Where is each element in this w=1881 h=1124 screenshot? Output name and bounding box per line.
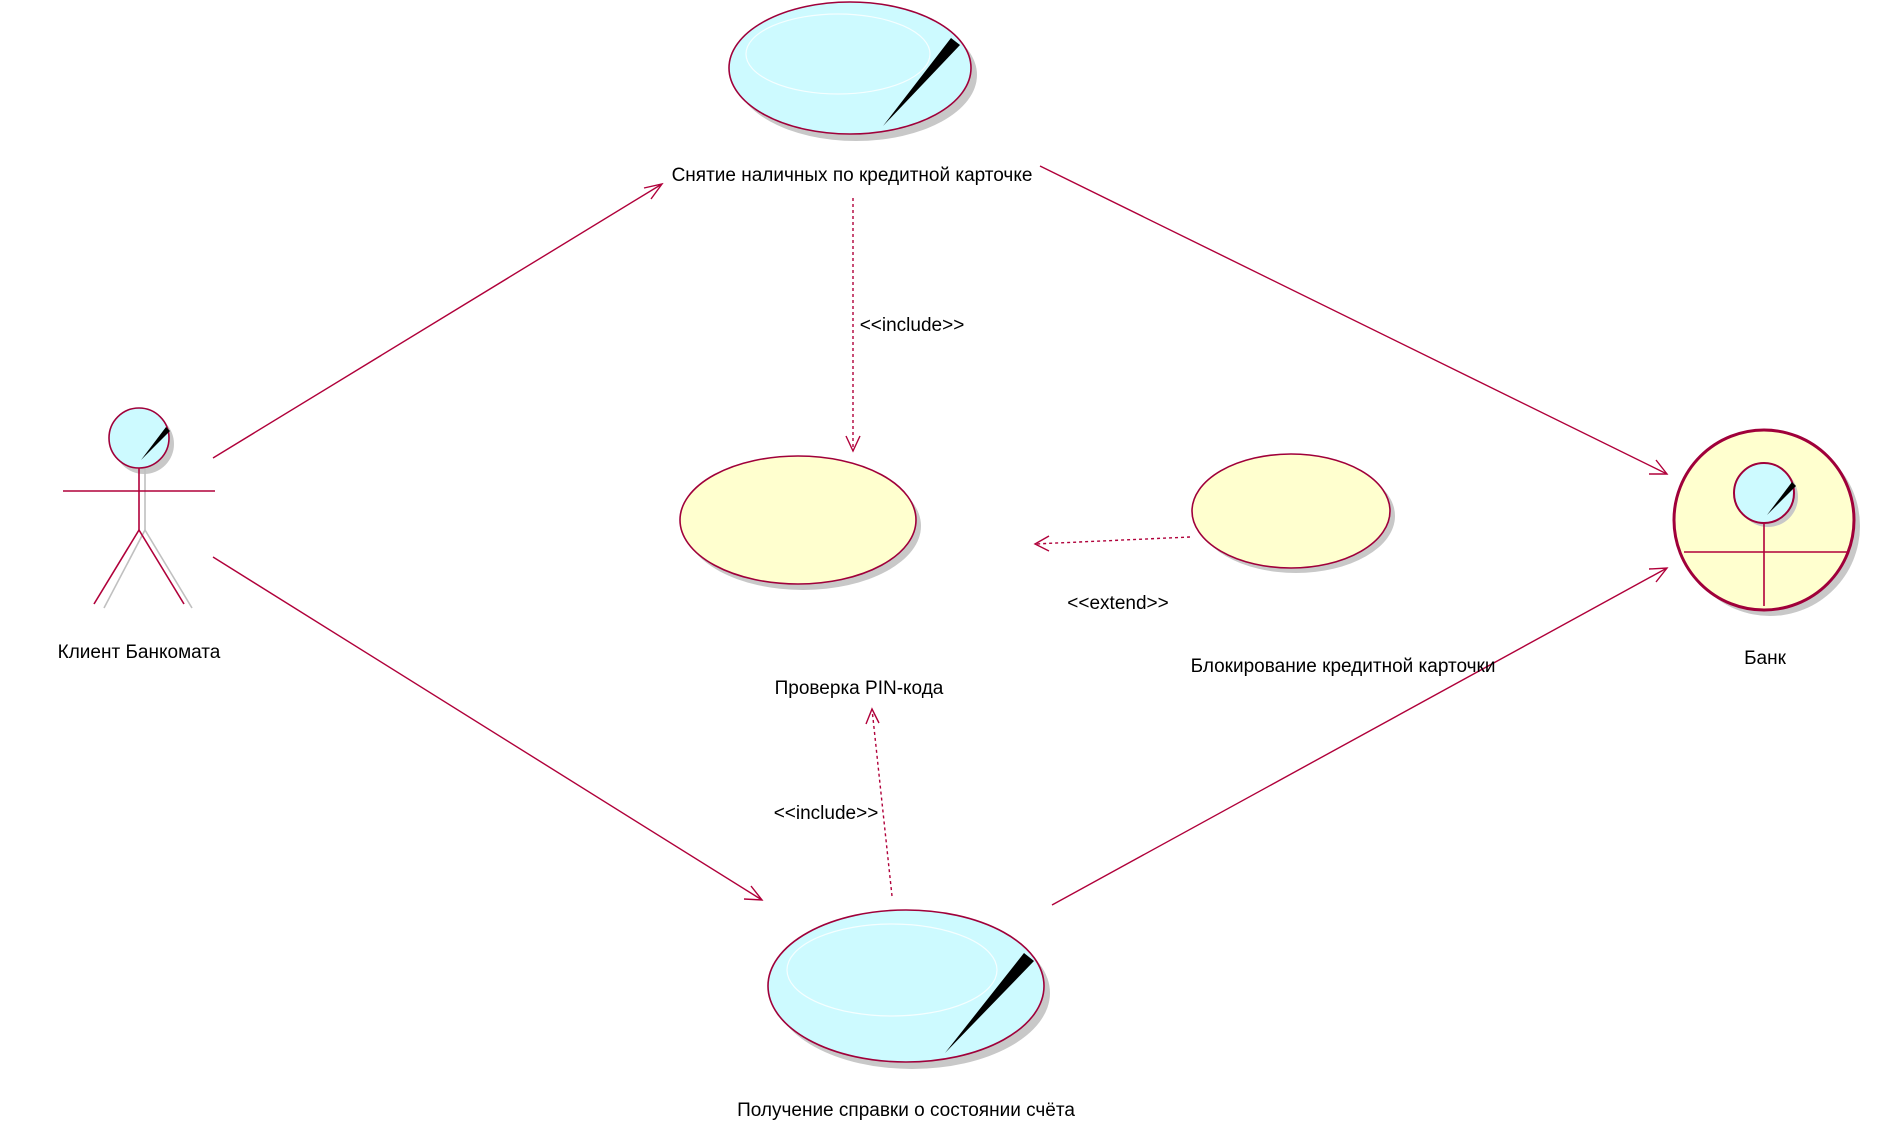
extend-label: <<extend>> [1067, 593, 1168, 614]
include-cash-to-pin[interactable] [845, 198, 861, 453]
include-label-bottom: <<include>> [774, 803, 879, 824]
use-case-cash-withdrawal-label: Снятие наличных по кредитной карточке [672, 165, 1033, 186]
control-mark-icon [1767, 482, 1796, 515]
use-case-card-block-label: Блокирование кредитной карточки [1191, 656, 1496, 677]
use-case-card-block[interactable] [1191, 453, 1395, 573]
association-client-balance[interactable] [212, 556, 764, 901]
use-case-cash-withdrawal[interactable] [728, 1, 977, 141]
extend-block-to-pin[interactable] [1033, 535, 1191, 552]
include-label-top: <<include>> [860, 315, 965, 336]
use-case-balance-inquiry-label: Получение справки о состоянии счёта [737, 1100, 1075, 1121]
control-mark-icon [141, 427, 170, 460]
control-mark-icon [883, 38, 960, 126]
use-case-pin-check-label: Проверка PIN-кода [775, 678, 944, 699]
association-balance-bank[interactable] [1051, 567, 1669, 906]
actor-client-label: Клиент Банкомата [58, 642, 221, 663]
actor-bank-label: Банк [1744, 648, 1787, 669]
use-case-pin-check[interactable] [679, 455, 921, 590]
association-client-cash[interactable] [212, 182, 664, 459]
include-balance-to-pin[interactable] [865, 707, 893, 897]
control-mark-icon [945, 953, 1034, 1053]
actor-bank[interactable] [1672, 428, 1860, 616]
use-case-balance-inquiry[interactable] [767, 909, 1050, 1069]
actor-client[interactable] [63, 407, 215, 609]
association-cash-bank[interactable] [1039, 165, 1669, 475]
